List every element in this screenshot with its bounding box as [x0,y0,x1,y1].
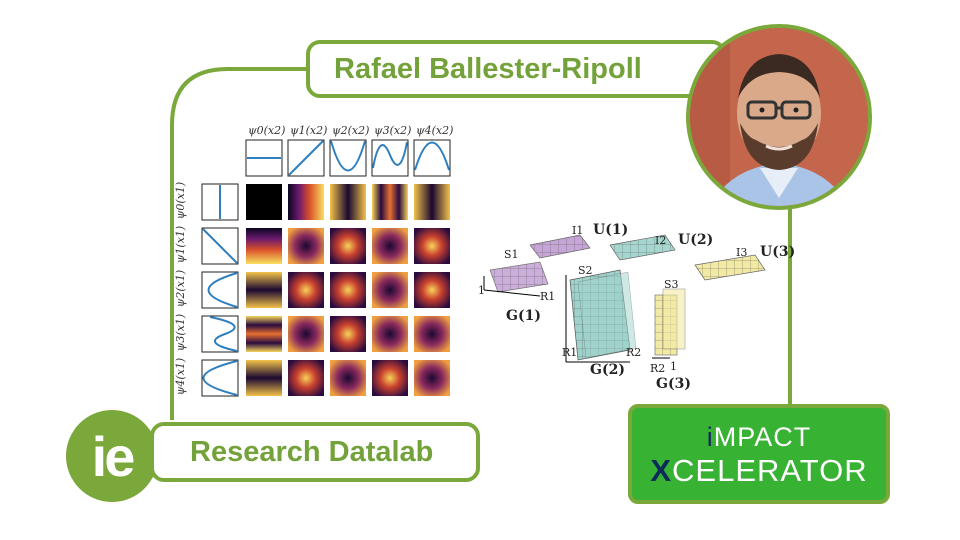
label-s2: S2 [578,264,593,277]
label-one-b: 1 [670,360,677,373]
row-header-4: ψ4(x1) [174,357,188,396]
column-header-2: ψ2(x2) [332,124,370,137]
impact-line: iMPACT [632,422,886,453]
speaker-name: Rafael Ballester-Ripoll [334,52,642,85]
lab-name: Research Datalab [190,435,434,468]
xcelerator-x: X [650,453,673,488]
label-s3: S3 [664,278,679,291]
impact-xcelerator-logo: iMPACT XCELERATOR [628,404,890,504]
label-r1-a: R1 [540,290,556,303]
portrait-illustration [690,28,868,206]
label-r2-c: R2 [650,362,666,375]
ie-logo-text: ie [91,424,136,488]
tensor-decomposition-diagram [483,234,766,363]
label-one-a: 1 [478,284,485,297]
row-header-2: ψ2(x1) [174,269,188,308]
label-u2: U(2) [678,232,714,248]
row-header-3: ψ3(x1) [174,313,188,352]
label-u1: U(1) [593,222,629,238]
label-i1: I1 [572,224,584,237]
impact-text: MPACT [713,422,812,452]
label-r1-b: R1 [562,346,578,359]
label-s1: S1 [504,248,519,261]
basis-function-grid [201,139,451,397]
xcelerator-line: XCELERATOR [632,453,886,489]
speaker-photo [686,24,872,210]
column-header-0: ψ0(x2) [248,124,286,137]
column-header-1: ψ1(x2) [290,124,328,137]
label-i2: I2 [655,234,667,247]
row-header-0: ψ0(x1) [174,181,188,220]
speaker-name-box: Rafael Ballester-Ripoll [306,40,726,98]
label-g3: G(3) [656,376,691,392]
lab-name-box: Research Datalab [150,422,480,482]
column-header-3: ψ3(x2) [374,124,412,137]
label-r2-b: R2 [626,346,642,359]
impact-i: i [706,422,714,452]
ie-logo: ie [66,410,158,502]
row-header-1: ψ1(x1) [174,225,188,264]
label-g2: G(2) [590,362,625,378]
label-i3: I3 [736,246,748,259]
column-header-4: ψ4(x2) [416,124,454,137]
label-u3: U(3) [760,244,796,260]
label-g1: G(1) [506,308,541,324]
xcelerator-text: CELERATOR [672,453,868,488]
